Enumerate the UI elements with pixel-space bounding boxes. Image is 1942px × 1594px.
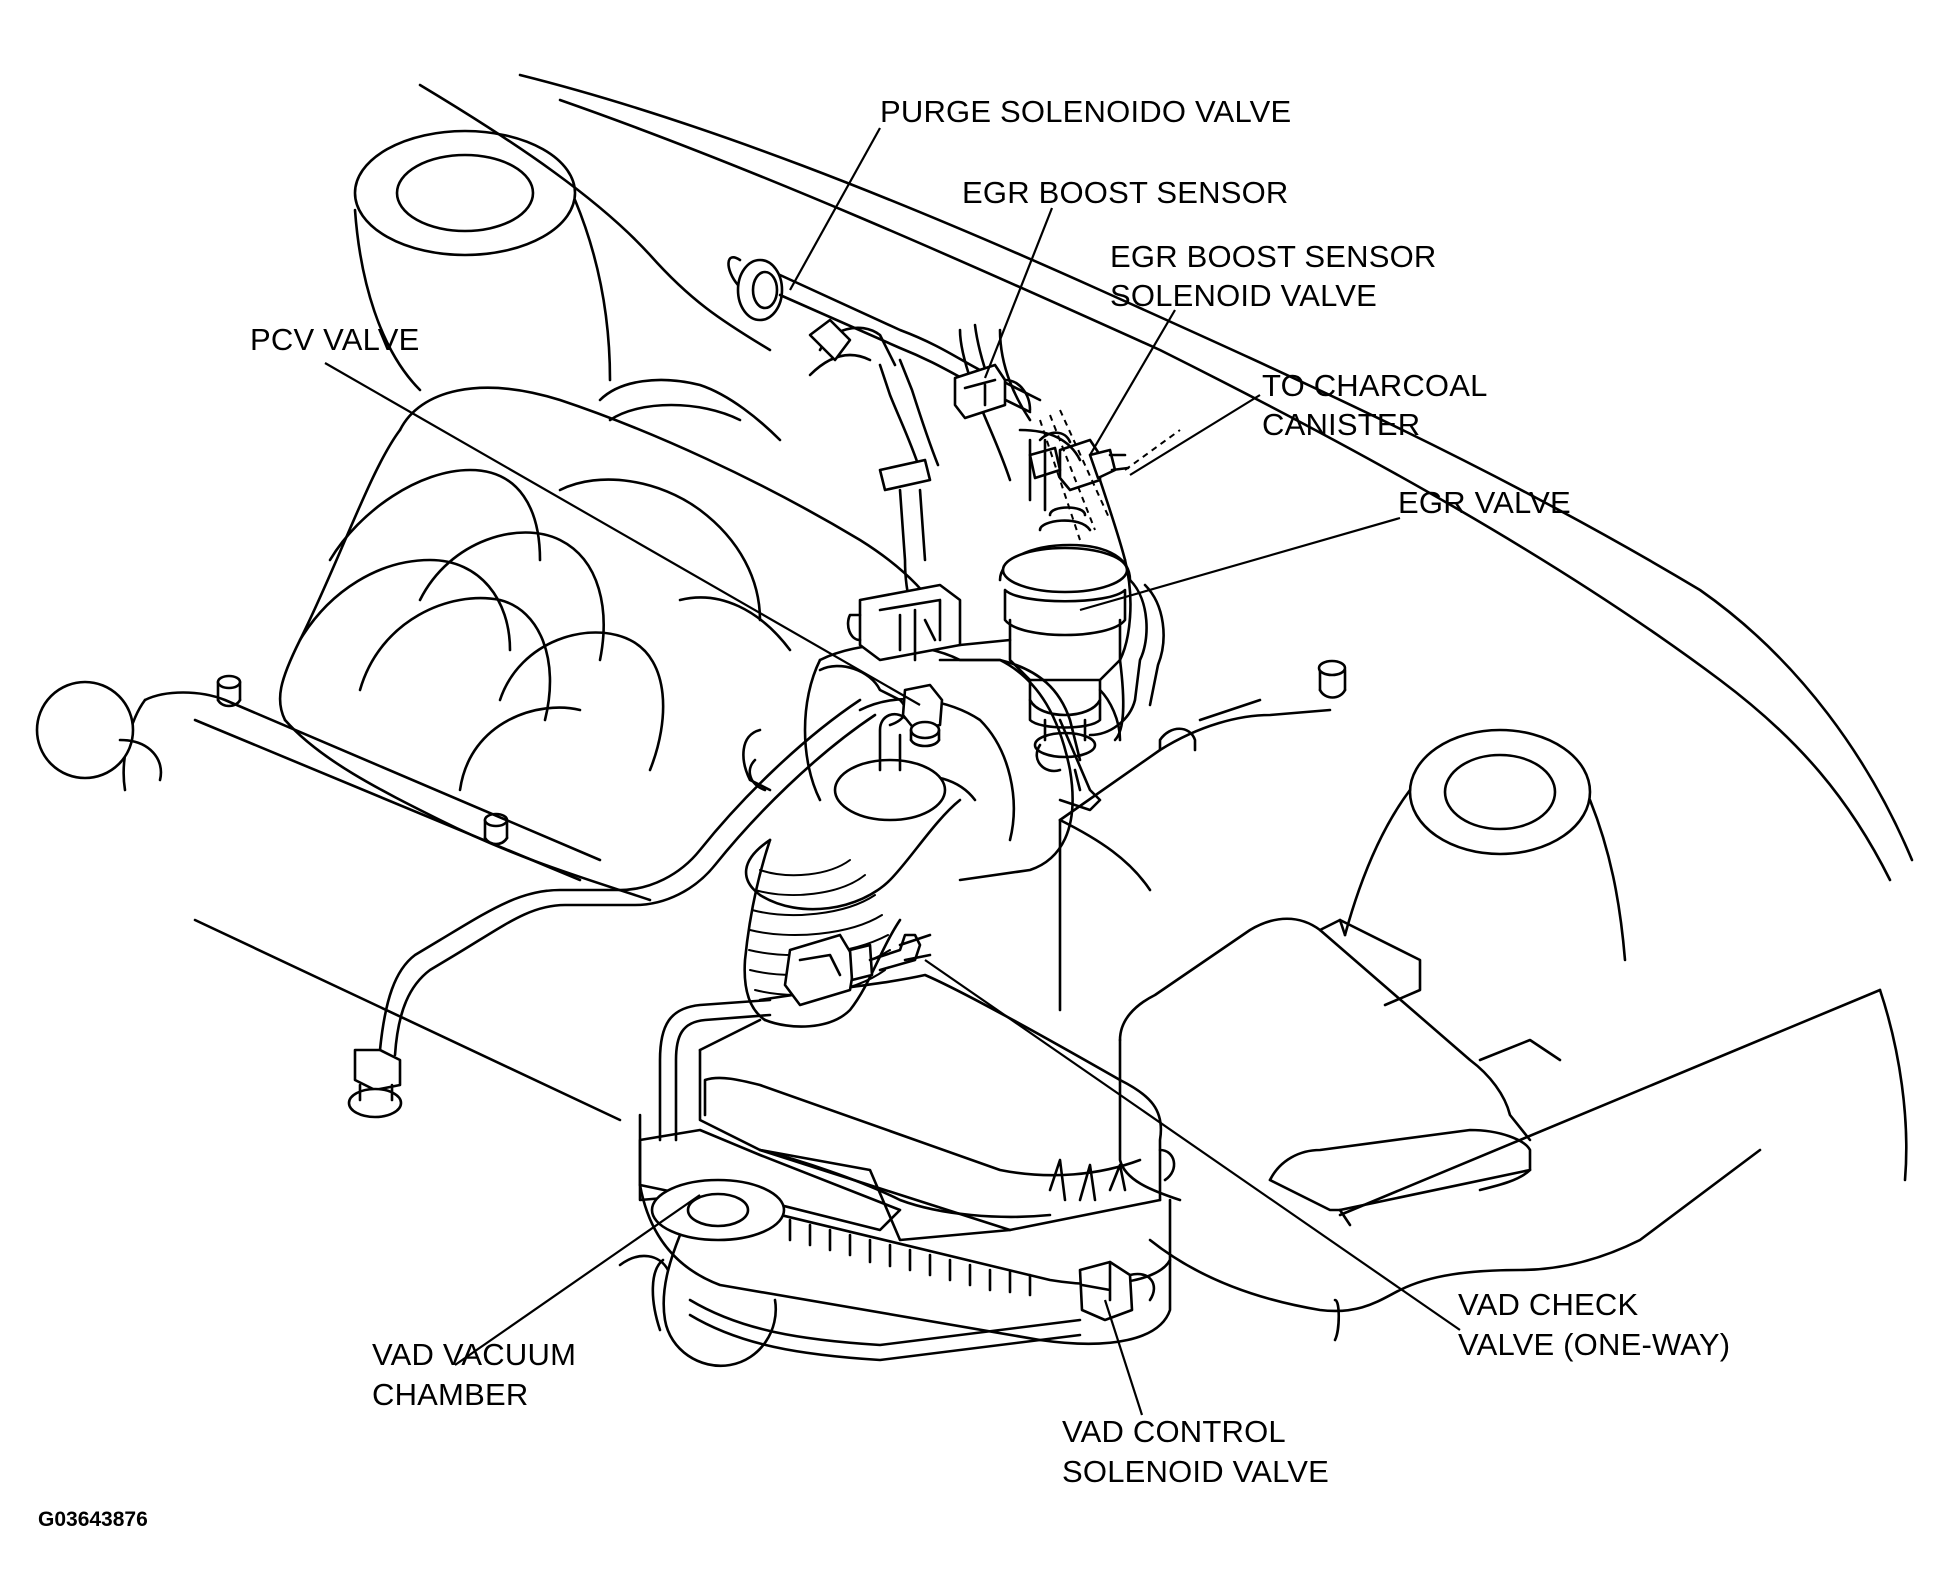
egr-valve-part — [998, 506, 1132, 773]
leader-lines — [324, 127, 1461, 1416]
label-vad-check-valve-line2: VALVE (ONE-WAY) — [1458, 1327, 1731, 1362]
label-to-charcoal-canister-line2: CANISTER — [1262, 407, 1421, 442]
label-vad-control-solenoid-valve-line2: SOLENOID VALVE — [1062, 1454, 1329, 1489]
battery-area — [1058, 659, 1347, 1012]
vacuum-lines — [938, 638, 1102, 812]
label-egr-boost-sensor-solenoid-valve-line2: SOLENOID VALVE — [1110, 278, 1377, 313]
egr-hoses — [808, 318, 1032, 642]
hidden-hose-dashes — [1039, 409, 1181, 541]
right-strut-tower — [1343, 728, 1627, 962]
label-vad-vacuum-chamber-line2: CHAMBER — [372, 1377, 529, 1412]
label-purge-solenoid-valve: PURGE SOLENOIDO VALVE — [880, 94, 1292, 129]
label-vad-check-valve-line1: VAD CHECK — [1458, 1287, 1639, 1322]
vad-check-valve — [783, 933, 932, 1007]
cowl-lines — [1148, 988, 1908, 1342]
label-egr-boost-sensor-solenoid-valve-line1: EGR BOOST SENSOR — [1110, 239, 1437, 274]
label-to-charcoal-canister-line1: TO CHARCOAL — [1262, 368, 1488, 403]
vad-control-solenoid — [1078, 1260, 1156, 1322]
vad-hose-left — [658, 998, 772, 1142]
intake-manifold — [216, 378, 952, 902]
label-egr-valve: EGR VALVE — [1398, 485, 1571, 520]
vad-vacuum-chamber — [618, 1128, 902, 1368]
pcv-valve-part — [818, 664, 944, 748]
label-egr-boost-sensor: EGR BOOST SENSOR — [962, 175, 1289, 210]
fuse-box — [1118, 917, 1562, 1227]
label-vad-control-solenoid-valve-line1: VAD CONTROL — [1062, 1414, 1286, 1449]
label-pcv-valve: PCV VALVE — [250, 322, 420, 357]
figure-code: G03643876 — [38, 1508, 148, 1531]
valve-cover — [35, 680, 622, 1122]
egr-side-hose — [1088, 578, 1165, 742]
label-vad-vacuum-chamber-line1: VAD VACUUM — [372, 1337, 577, 1372]
left-strut-tower — [353, 129, 612, 392]
egr-boost-solenoid-part — [1018, 428, 1132, 662]
egr-boost-sensor-part — [953, 363, 1032, 420]
solenoid-bracket — [846, 583, 962, 662]
